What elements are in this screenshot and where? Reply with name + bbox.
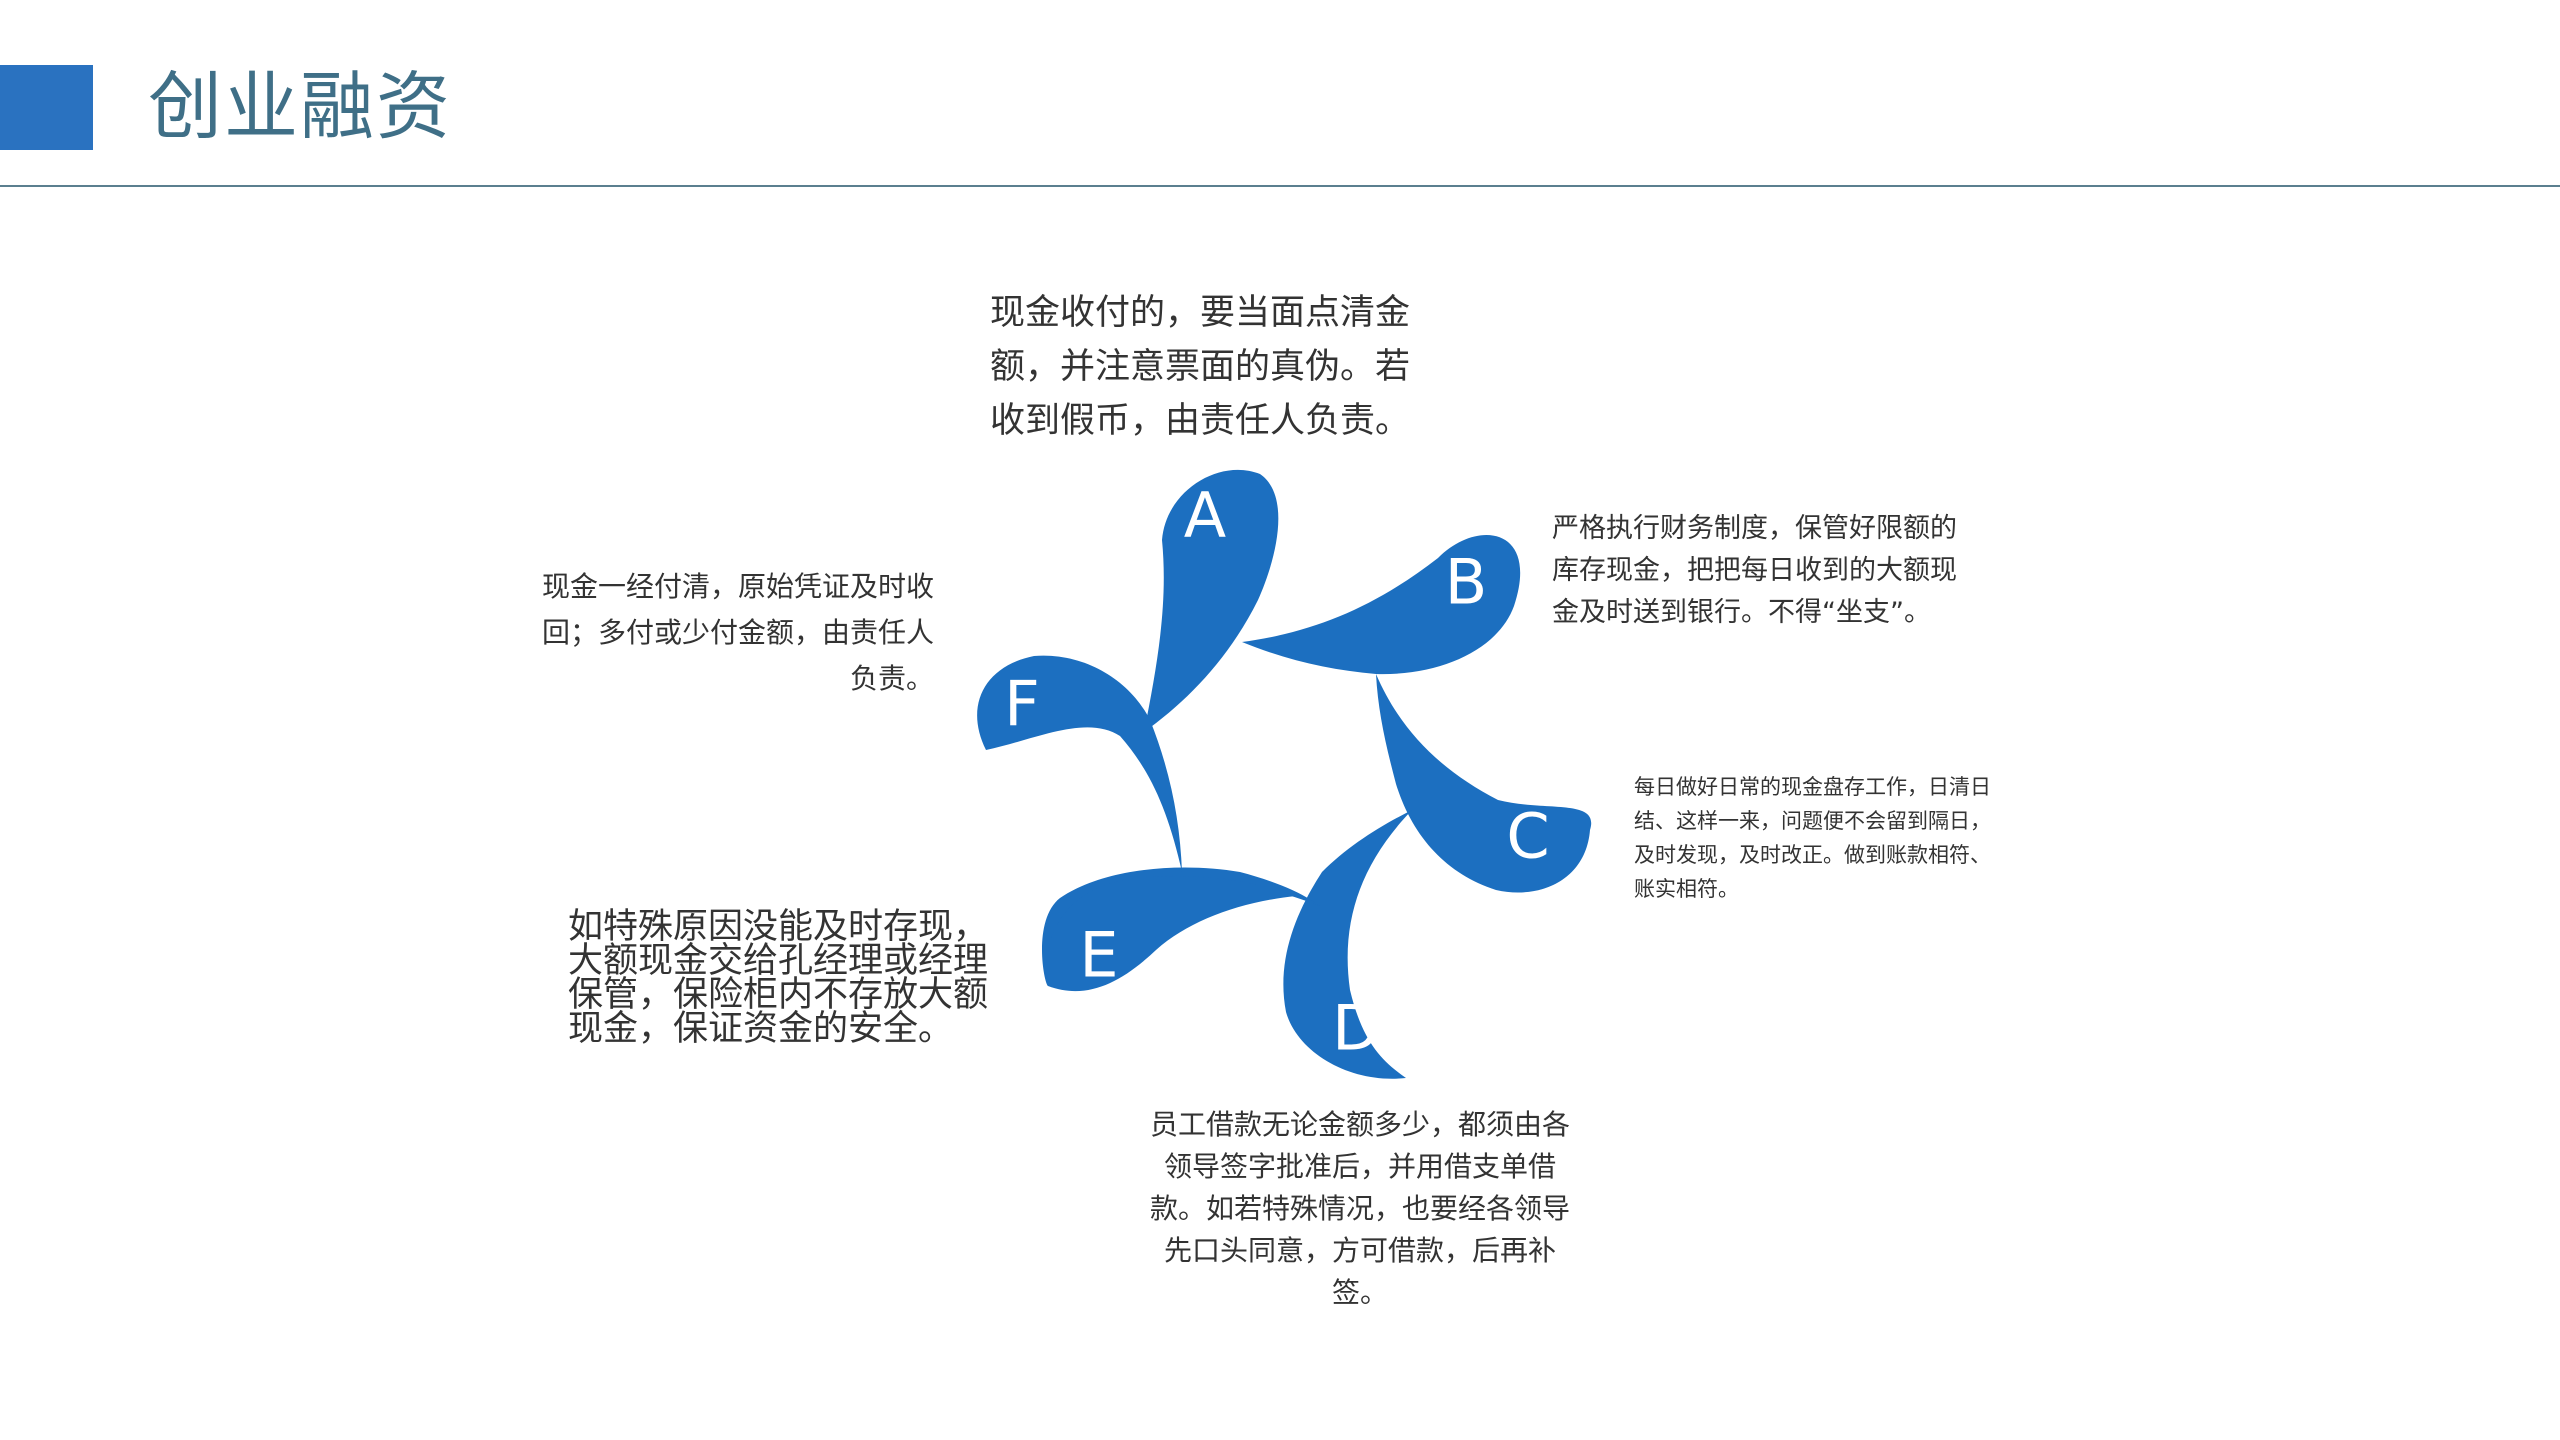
note-e: 如特殊原因没能及时存现，大额现金交给孔经理或经理保管，保险柜内不存放大额现金，保…: [568, 907, 989, 1049]
header-divider: [0, 185, 2560, 187]
petal-b-letter: B: [1445, 546, 1488, 619]
note-c: 每日做好日常的现金盘存工作，日清日结、这样一来，问题便不会留到隔日，及时发现，及…: [1634, 775, 1991, 901]
petal-f-letter: F: [1004, 668, 1040, 741]
petal-c: C: [1376, 674, 1592, 893]
petal-e-letter: E: [1079, 919, 1118, 992]
petal-f: F: [977, 655, 1182, 872]
note-a: 现金收付的，要当面点清金额，并注意票面的真伪。若收到假币，由责任人负责。: [990, 293, 1411, 441]
note-b: 严格执行财务制度，保管好限额的库存现金，把把每日收到的大额现金及时送到银行。不得…: [1552, 513, 1957, 628]
petal-d-letter: D: [1332, 992, 1380, 1065]
petal-c-letter: C: [1506, 800, 1549, 873]
petal-d-shape: [1283, 810, 1412, 1079]
note-f: 现金一经付清，原始凭证及时收回；多付或少付金额，由责任人负责。: [541, 570, 934, 695]
note-d: 员工借款无论金额多少，都须由各领导签字批准后，并用借支单借款。如若特殊情况，也要…: [1149, 1108, 1570, 1309]
petal-e-bulb: [1046, 876, 1296, 992]
page-title: 创业融资: [148, 64, 452, 150]
petal-a: A: [1144, 469, 1279, 732]
petal-c-shape: [1376, 674, 1592, 893]
petal-a-shape: [1144, 469, 1279, 732]
header-accent-block: [0, 65, 93, 150]
petal-b: B: [1242, 535, 1521, 675]
petal-d: D: [1283, 810, 1412, 1079]
petal-f-shape: [977, 655, 1182, 872]
petal-b-shape: [1242, 535, 1521, 675]
petal-a-letter: A: [1184, 479, 1226, 552]
petal-e: E: [1042, 867, 1320, 992]
